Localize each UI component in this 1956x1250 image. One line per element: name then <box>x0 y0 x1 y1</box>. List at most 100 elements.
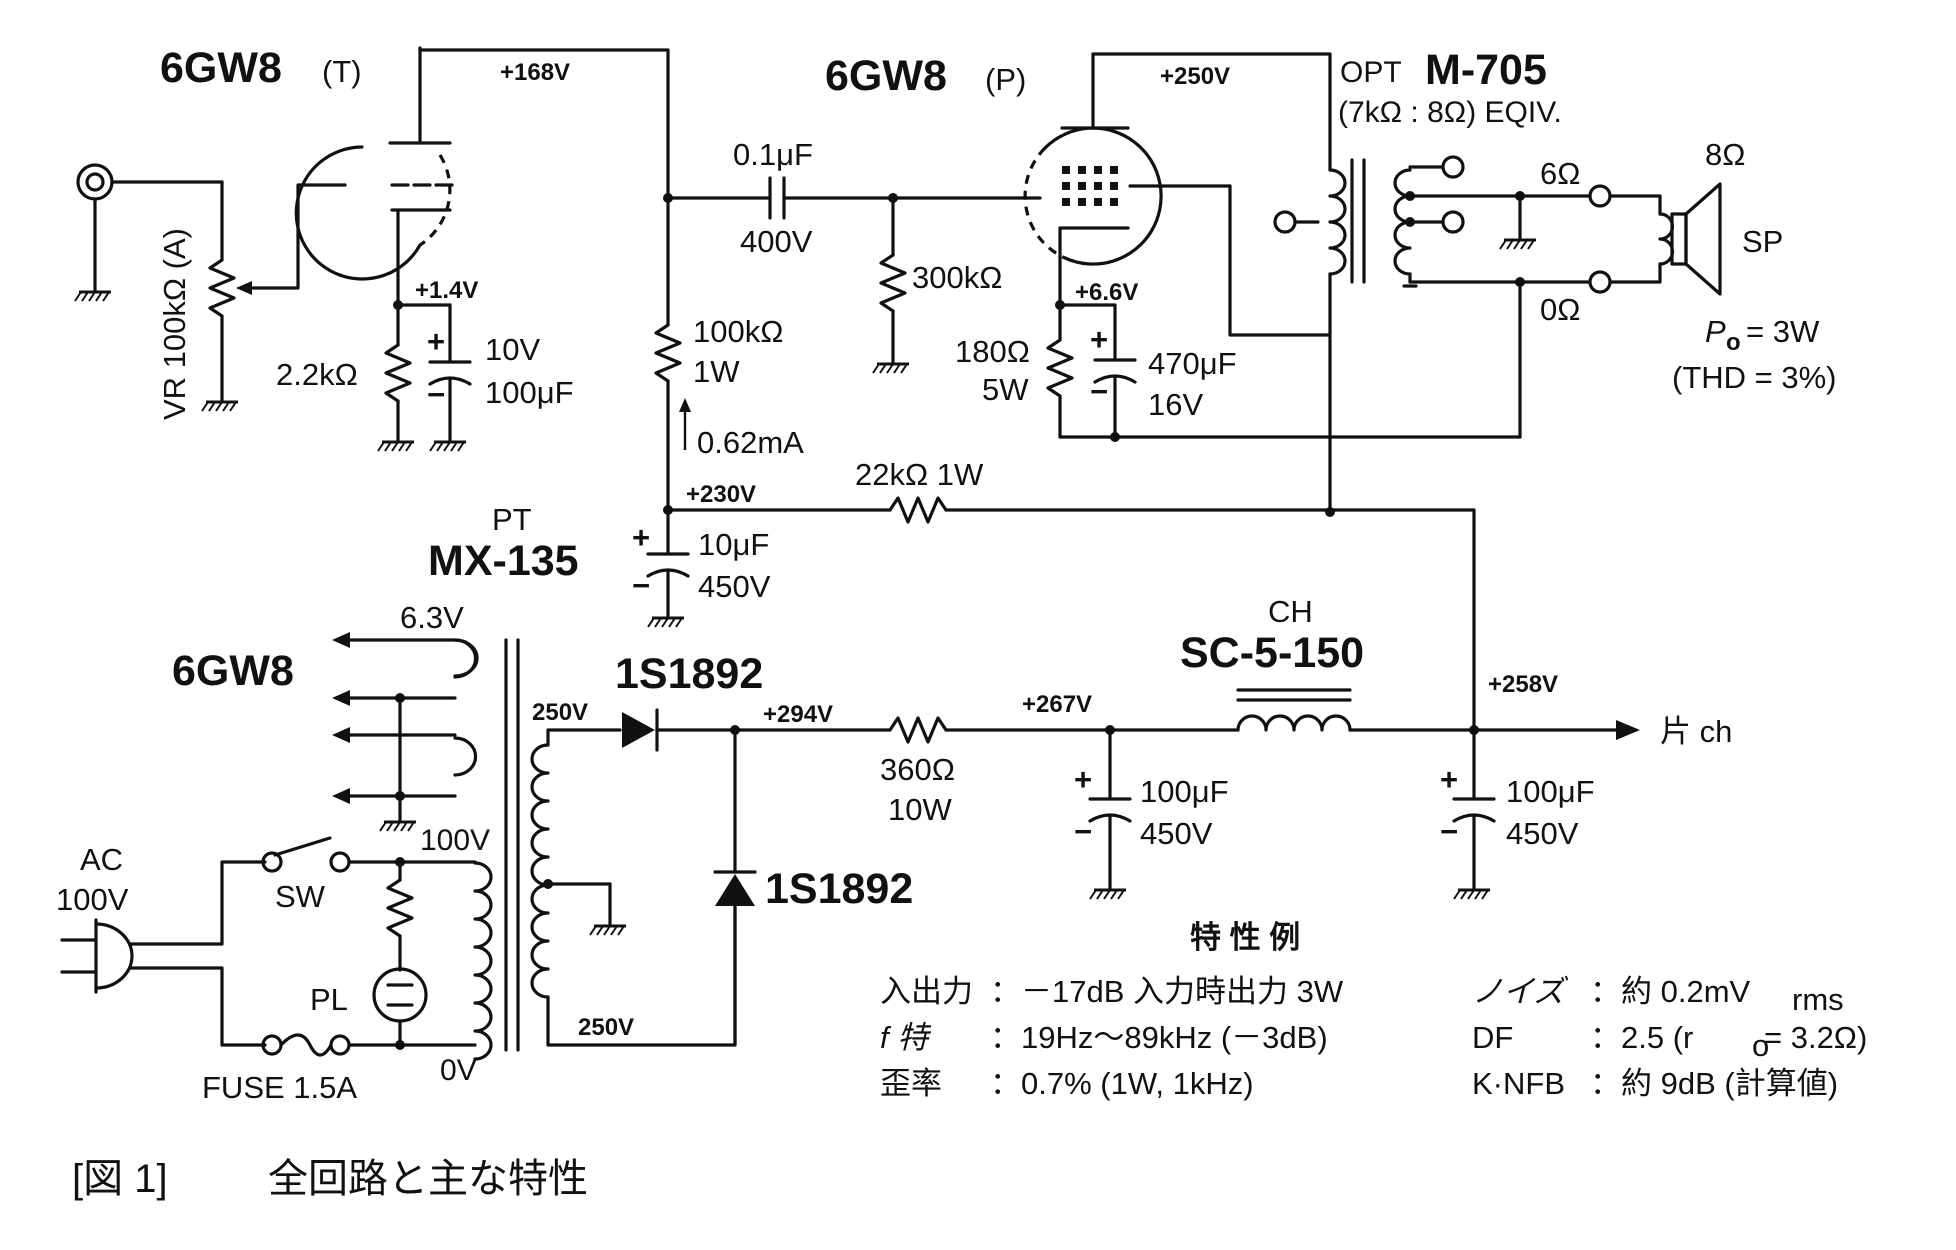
filter-resistor-label: 360Ω <box>880 752 955 787</box>
fuse-label: FUSE 1.5A <box>202 1070 357 1105</box>
spec-label: 歪率 <box>880 1066 942 1101</box>
spec-value: ：19Hz～89kHz (－3dB) <box>990 1020 1328 1055</box>
fuse <box>261 1033 477 1057</box>
voltage-pentode-plate: +250V <box>1160 63 1230 90</box>
specs-table: 入出力 ：－17dB 入力時出力 3W ノイズ ：約 0.2mV rms f 特… <box>880 974 1867 1101</box>
filter-cap-2-voltage: 450V <box>1506 816 1579 851</box>
spec-label: ノイズ <box>1472 974 1569 1009</box>
pentode-suffix: (P) <box>985 62 1026 97</box>
voltage-triode-cathode: +1.4V <box>415 277 478 304</box>
dropping-resistor-label: 22kΩ 1W <box>855 457 984 492</box>
coupling-cap-voltage: 400V <box>740 224 813 259</box>
opt-tap-6: 6Ω <box>1540 156 1580 191</box>
spec-value: ：2.5 (r <box>1590 1020 1693 1055</box>
speaker-label: SP <box>1742 224 1783 259</box>
speaker-impedance: 8Ω <box>1705 137 1745 172</box>
svg-text:+: + <box>1074 762 1092 797</box>
input-jack <box>73 163 224 303</box>
po-value: = 3W <box>1746 314 1820 349</box>
pt-primary-label: 100V <box>420 824 490 857</box>
svg-text:+: + <box>1440 762 1458 797</box>
choke-inductor <box>1236 688 1640 740</box>
rectifier-diode-1 <box>622 708 892 752</box>
pt-label: PT <box>492 502 532 537</box>
choke-label: CH <box>1268 594 1313 629</box>
rk2-wattage: 5W <box>982 372 1029 407</box>
output-transformer <box>1273 155 1612 514</box>
dropping-resistor <box>888 496 948 524</box>
spec-label: DF <box>1472 1020 1513 1055</box>
filter-capacitor-2: + − <box>1440 725 1496 901</box>
spec-subscript: rms <box>1792 982 1844 1017</box>
triode-cathode-network: + − <box>376 300 472 453</box>
figure-title: 全回路と主な特性 <box>268 1157 588 1201</box>
vr-label: VR 100kΩ (A) <box>157 228 192 420</box>
speaker <box>1608 182 1722 296</box>
current-label: 0.62mA <box>697 425 804 460</box>
pt-model: MX-135 <box>428 537 579 585</box>
spec-value: ：0.7% (1W, 1kHz) <box>990 1066 1254 1101</box>
triode-name: 6GW8 <box>160 44 282 92</box>
coupling-cap-label: 0.1μF <box>733 137 813 172</box>
diode-1-label: 1S1892 <box>615 650 763 698</box>
pentode-tube <box>1023 52 1232 307</box>
filter-cap-1-label: 100μF <box>1140 774 1229 809</box>
heater-tube-label: 6GW8 <box>172 647 294 695</box>
filter-resistor <box>888 716 1240 744</box>
spec-label: 入出力 <box>880 974 973 1009</box>
voltage-triode-plate: +168V <box>500 59 570 86</box>
decouple-cap-voltage: 450V <box>698 569 771 604</box>
specs-heading: 特 性 例 <box>1190 920 1300 955</box>
plate-load-resistor <box>654 196 691 512</box>
output-channel-label: 片 ch <box>1660 714 1732 749</box>
svg-text:+: + <box>632 520 650 555</box>
spec-label: K·NFB <box>1472 1066 1565 1101</box>
thd-label: (THD = 3%) <box>1672 360 1837 395</box>
power-switch <box>261 836 477 873</box>
volume-potentiometer <box>200 180 347 413</box>
filter-resistor-wattage: 10W <box>888 792 952 827</box>
opt-model: M-705 <box>1425 46 1547 94</box>
voltage-rectified: +294V <box>763 701 833 728</box>
voltage-after-resistor: +267V <box>1022 691 1092 718</box>
spec-subscript: o <box>1752 1028 1769 1063</box>
transformer-core <box>504 638 520 1052</box>
plate-load-wattage: 1W <box>693 354 740 389</box>
svg-text:−: − <box>427 377 445 412</box>
spec-value-tail: = 3.2Ω) <box>1764 1020 1867 1055</box>
voltage-pentode-cathode: +6.6V <box>1075 279 1138 306</box>
pentode-cathode-network: + − <box>1046 300 1522 442</box>
switch-label: SW <box>275 879 326 914</box>
po-subscript: o <box>1726 329 1741 356</box>
spec-value: ：約 0.2mV <box>1590 974 1751 1009</box>
po-label: P <box>1705 314 1726 349</box>
svg-text:−: − <box>1090 374 1108 409</box>
grid-resistor-label: 300kΩ <box>912 260 1002 295</box>
pentode-name: 6GW8 <box>825 52 947 100</box>
plate-load-label: 100kΩ <box>693 314 783 349</box>
heater-voltage: 6.3V <box>400 600 464 635</box>
secondary-winding <box>530 728 737 1047</box>
pilot-lamp <box>372 857 428 1050</box>
coupling-capacitor <box>768 176 786 220</box>
ck1-voltage-label: 10V <box>485 332 540 367</box>
ac-plug <box>60 860 267 1047</box>
screen-grid-wire <box>1228 184 1332 337</box>
pilot-lamp-label: PL <box>310 982 348 1017</box>
decouple-cap-label: 10μF <box>698 527 769 562</box>
filter-cap-2-label: 100μF <box>1506 774 1595 809</box>
grid-resistor <box>871 193 911 375</box>
spec-value: ：－17dB 入力時出力 3W <box>990 974 1344 1009</box>
ac-voltage: 100V <box>56 882 129 917</box>
rk2-label: 180Ω <box>955 334 1030 369</box>
svg-text:+: + <box>427 324 445 359</box>
svg-text:−: − <box>632 568 650 603</box>
ck2-capacitance-label: 470μF <box>1148 346 1237 381</box>
opt-ratio: (7kΩ : 8Ω) EQIV. <box>1338 96 1562 129</box>
triode-tube <box>294 46 454 307</box>
choke-model: SC-5-150 <box>1180 629 1364 677</box>
heater-winding <box>332 632 479 833</box>
diode-2-label: 1S1892 <box>765 865 913 913</box>
spec-label: f 特 <box>880 1020 931 1055</box>
opt-tap-0: 0Ω <box>1540 292 1580 327</box>
